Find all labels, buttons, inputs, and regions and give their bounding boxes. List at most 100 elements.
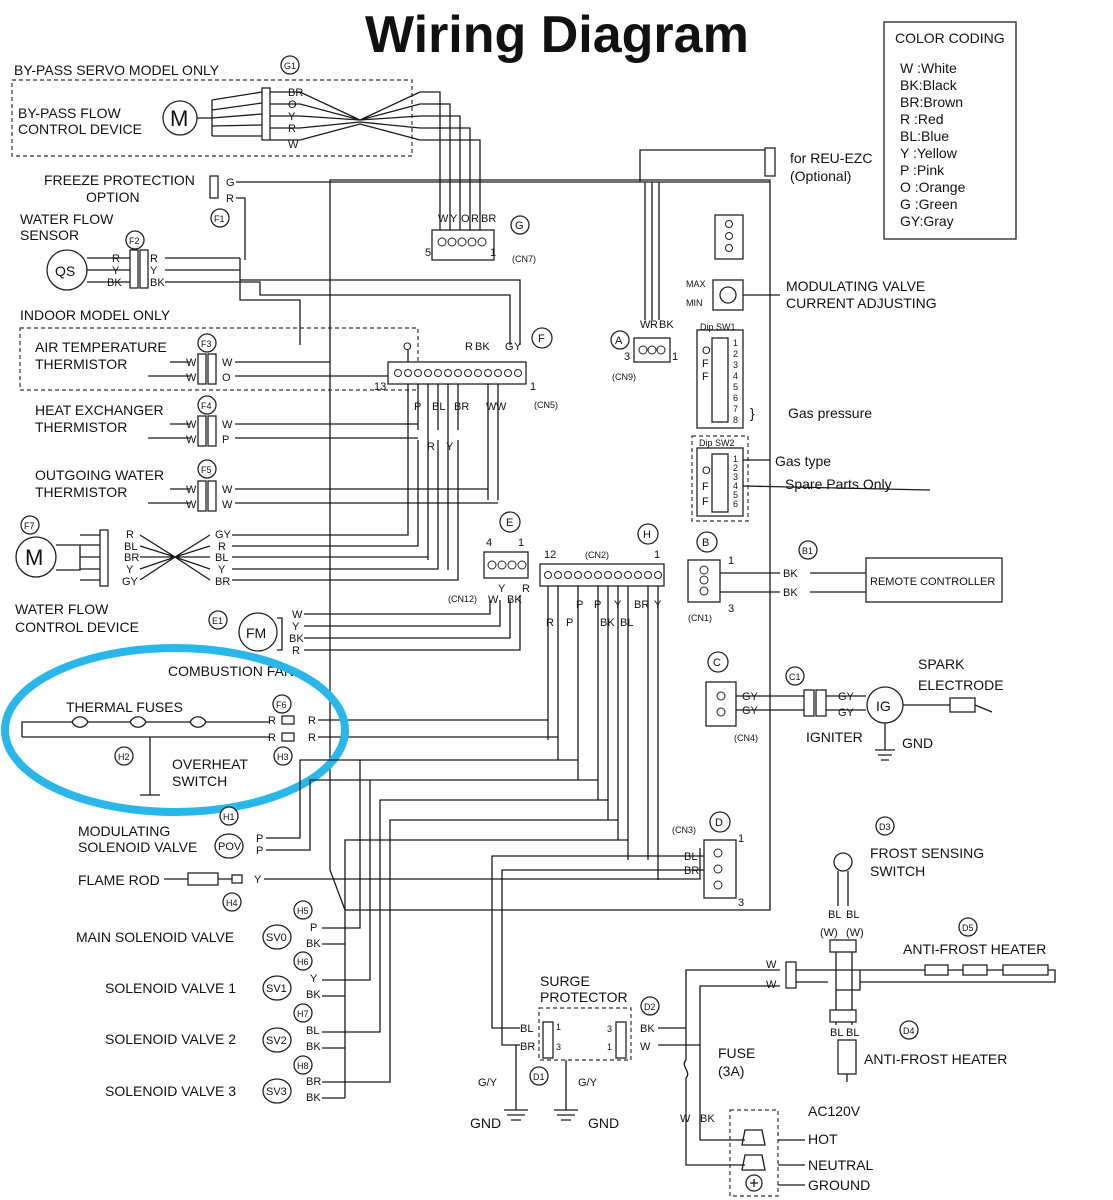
svg-text:GY: GY [742,705,759,717]
potentiometer-icon[interactable] [719,286,737,304]
svg-text:THERMAL FUSES: THERMAL FUSES [66,699,183,715]
svg-text:1: 1 [607,1042,612,1052]
svg-text:Y: Y [310,973,318,985]
tag-d3: D3 [879,822,891,832]
svg-text:SV0: SV0 [266,932,287,944]
svg-text:FROST SENSING: FROST SENSING [870,845,984,861]
wire-label: Y [450,213,458,225]
svg-text:BR: BR [124,552,139,564]
tag-h: H [643,529,651,541]
dip-switches: Dip SW1 O F F 1 2 3 4 5 6 7 8 } Gas pres… [691,322,931,522]
svg-text:Y: Y [150,265,158,277]
cn2-connector: 12 1 (CN2) H R P P P Y BR Y BK BL [539,523,665,880]
legend-entry: R :Red [900,111,944,127]
svg-text:R: R [112,253,120,265]
svg-text:FUSE: FUSE [718,1045,755,1061]
svg-text:Gas pressure: Gas pressure [788,405,872,421]
tag-h1: H1 [223,812,235,822]
svg-text:Spare Parts Only: Spare Parts Only [785,476,892,492]
heater-element-icon [924,964,949,976]
svg-text:BL: BL [215,552,228,564]
svg-text:BK: BK [507,594,522,606]
svg-text:O: O [222,372,231,384]
svg-text:COMBUSTION FAN: COMBUSTION FAN [168,663,294,679]
freeze-protection: FREEZE PROTECTION OPTION G R F1 [44,172,770,260]
svg-text:ELECTRODE: ELECTRODE [918,677,1004,693]
svg-text:W: W [640,319,651,331]
tag-e: E [506,517,513,529]
svg-text:POV: POV [218,841,242,853]
dip-switch-1[interactable] [711,337,729,423]
svg-text:1: 1 [733,338,738,348]
dip-switch-2[interactable] [711,453,729,513]
legend-entry: BK:Black [900,77,958,93]
cn7-connector: W Y O R BR 5 1 G (CN7) [425,213,536,264]
flame-rod: FLAME ROD Y H4 [78,848,701,912]
remote-controller-circuit: 1 3 (CN1) B BK BK B1 REMOTE CONTROLLER [687,531,1003,623]
combustion-fan: FM W Y BK R E1 COMBUSTION FAN [168,595,521,679]
svg-text:G/Y: G/Y [478,1077,498,1089]
svg-text:AIR TEMPERATURE: AIR TEMPERATURE [35,339,167,355]
svg-text:W: W [766,979,777,991]
svg-text:BK: BK [640,1023,655,1035]
svg-text:NEUTRAL: NEUTRAL [808,1157,874,1173]
ac-plug [729,1109,779,1197]
svg-text:R: R [268,715,276,727]
svg-text:BK: BK [306,938,321,950]
svg-text:W: W [488,594,499,606]
svg-text:W: W [486,401,497,413]
svg-text:MODULATING VALVE: MODULATING VALVE [786,278,925,294]
svg-text:5: 5 [425,247,431,259]
svg-text:PROTECTOR: PROTECTOR [540,989,628,1005]
svg-text:HEAT EXCHANGER: HEAT EXCHANGER [35,402,164,418]
legend-entry: O :Orange [900,179,966,195]
svg-text:BK: BK [700,1113,715,1125]
svg-text:W: W [222,484,233,496]
svg-text:BL: BL [846,909,859,921]
svg-text:GND: GND [470,1115,501,1131]
indoor-model-block: INDOOR MODEL ONLY AIR TEMPERATURE THERMI… [19,307,419,391]
svg-text:SV2: SV2 [266,1035,287,1047]
svg-text:GY: GY [838,707,855,719]
svg-text:BR: BR [215,576,230,588]
bypass-servo-block: BY-PASS SERVO MODEL ONLY BY-PASS FLOW CO… [11,55,481,230]
svg-text:W: W [186,484,197,496]
svg-text:BR: BR [520,1041,535,1053]
svg-text:1: 1 [530,381,536,393]
svg-text:SWITCH: SWITCH [172,773,227,789]
svg-text:Y: Y [126,564,134,576]
wire-label: Y [288,111,296,123]
svg-text:BK: BK [475,341,490,353]
svg-text:W: W [186,499,197,511]
svg-text:THERMISTOR: THERMISTOR [35,484,127,500]
svg-text:3: 3 [733,360,738,370]
svg-text:W: W [186,372,197,384]
svg-text:12: 12 [544,549,556,561]
svg-text:1: 1 [728,555,734,567]
svg-text:R: R [292,645,300,657]
svg-text:O: O [702,465,711,477]
wire-label: R [288,123,296,135]
svg-text:W: W [292,609,303,621]
svg-text:W: W [186,357,197,369]
svg-text:SV3: SV3 [266,1086,287,1098]
tag-f1: F1 [214,214,225,224]
legend-entry: Y :Yellow [900,145,958,161]
svg-text:2: 2 [733,349,738,359]
tag-f: F [538,333,545,345]
tag-c1: C1 [789,672,801,682]
modulating-solenoid: MODULATING SOLENOID VALVE POV P P H1 [78,759,598,859]
svg-text:F: F [702,481,709,493]
legend-header: COLOR CODING [895,30,1005,46]
svg-text:GND: GND [902,735,933,751]
legend-entry: W :White [900,60,957,76]
svg-text:P: P [256,845,263,857]
ground-icon [554,1060,578,1121]
svg-text:W: W [766,959,777,971]
svg-text:for REU-EZC: for REU-EZC [790,150,872,166]
svg-text:G: G [226,177,235,189]
tag-f7: F7 [24,521,35,531]
svg-text:Y: Y [292,621,300,633]
svg-text:1: 1 [733,454,738,464]
